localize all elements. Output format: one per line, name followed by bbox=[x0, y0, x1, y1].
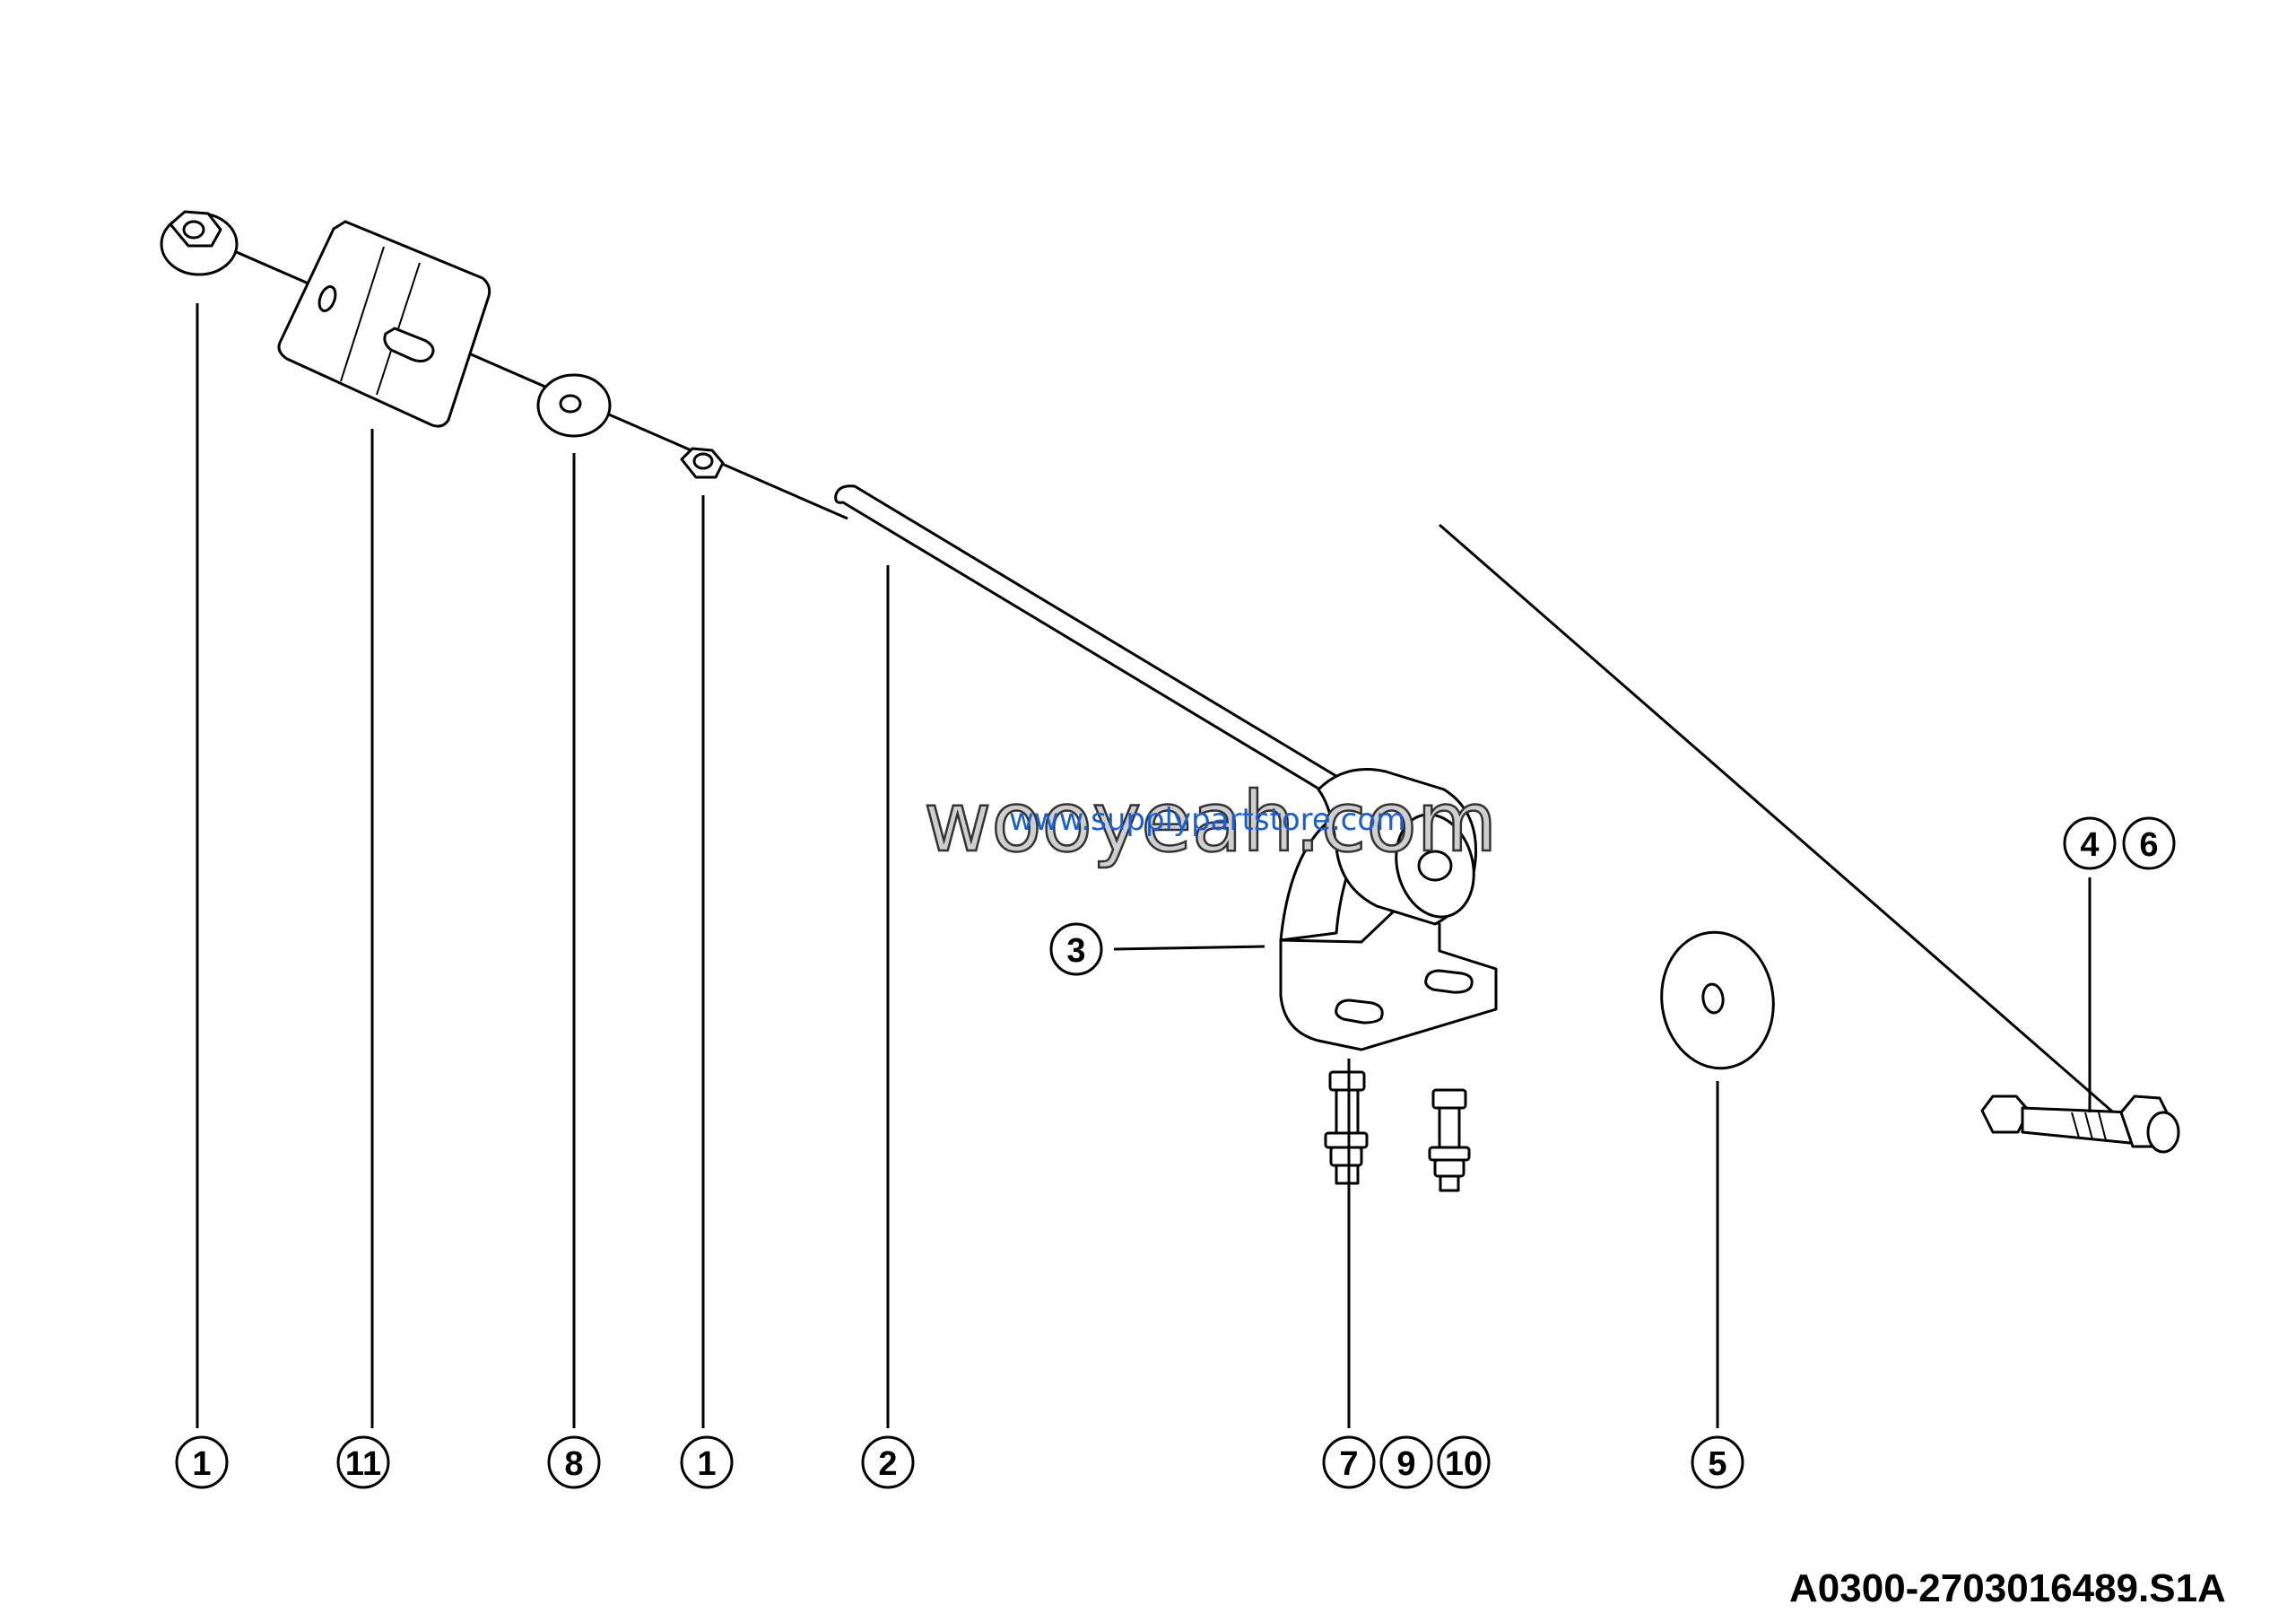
callout-11: 11 bbox=[336, 1435, 390, 1489]
bracket-part-3 bbox=[1279, 768, 1498, 1051]
svg-text:2: 2 bbox=[878, 1445, 897, 1483]
svg-text:1: 1 bbox=[697, 1445, 716, 1483]
svg-text:3: 3 bbox=[1066, 932, 1085, 970]
plate-part-11 bbox=[277, 220, 491, 428]
leader-line-3 bbox=[1113, 945, 1265, 951]
callout-1-left: 1 bbox=[175, 1435, 229, 1489]
callout-6: 6 bbox=[2122, 816, 2176, 870]
bolt-parts-4-6 bbox=[1980, 1094, 2180, 1154]
callout-10: 10 bbox=[1437, 1435, 1491, 1489]
svg-text:6: 6 bbox=[2139, 826, 2158, 864]
svg-text:9: 9 bbox=[1396, 1445, 1415, 1483]
svg-text:4: 4 bbox=[2080, 826, 2099, 864]
watermark-main: wooyeah.com bbox=[924, 774, 1497, 870]
small-bolt-left-parts-7-9-10 bbox=[1324, 1070, 1369, 1185]
callout-1-mid: 1 bbox=[680, 1435, 734, 1489]
callout-4: 4 bbox=[2063, 816, 2117, 870]
washer-part-8 bbox=[536, 373, 612, 438]
svg-text:8: 8 bbox=[564, 1445, 583, 1483]
callout-5: 5 bbox=[1691, 1435, 1744, 1489]
small-bolt-right-parts-7-9-10 bbox=[1428, 1088, 1471, 1192]
flange-nut-part-1-left bbox=[160, 210, 239, 276]
rod-part-2 bbox=[834, 484, 1363, 809]
svg-text:5: 5 bbox=[1708, 1445, 1726, 1483]
watermark-sub: www.supplypartstore.com bbox=[1009, 802, 1405, 838]
callout-2: 2 bbox=[861, 1435, 915, 1489]
callout-7: 7 bbox=[1322, 1435, 1376, 1489]
svg-text:1: 1 bbox=[192, 1445, 211, 1483]
upper-assembly-axis bbox=[196, 233, 848, 520]
callout-9: 9 bbox=[1379, 1435, 1433, 1489]
callout-8: 8 bbox=[547, 1435, 601, 1489]
callout-3: 3 bbox=[1049, 922, 1103, 976]
svg-text:10: 10 bbox=[1445, 1445, 1483, 1483]
svg-text:7: 7 bbox=[1339, 1445, 1358, 1483]
lower-assembly-axis bbox=[1439, 523, 2140, 1137]
nut-part-1-middle bbox=[680, 447, 725, 479]
svg-text:11: 11 bbox=[345, 1445, 381, 1483]
large-washer-part-5 bbox=[1660, 930, 1775, 1070]
reference-code: A0300-2703016489.S1A bbox=[1789, 1566, 2226, 1610]
